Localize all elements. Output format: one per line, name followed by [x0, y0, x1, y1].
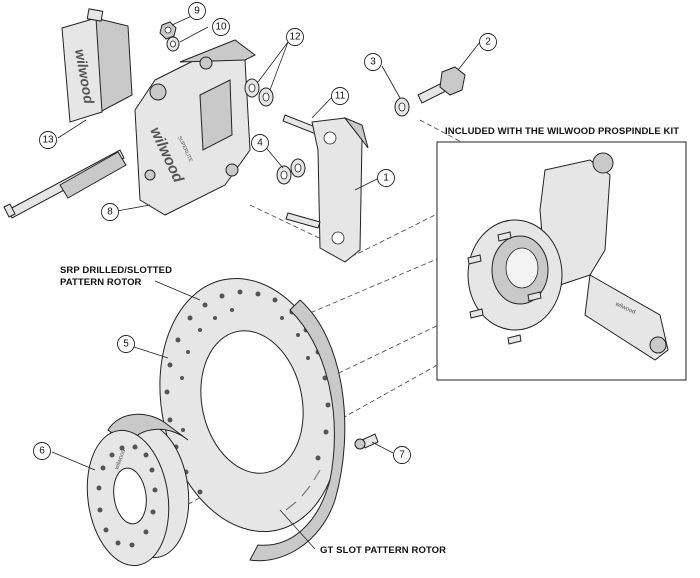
srp-rotor-label-line2: PATTERN ROTOR [60, 277, 142, 288]
callout-3-number: 3 [370, 57, 376, 68]
srp-rotor-label-line1: SRP DRILLED/SLOTTED [60, 265, 172, 276]
shims-4 [276, 158, 306, 185]
callout-5: 5 [117, 335, 135, 353]
brake-pad: wilwood [61, 8, 133, 123]
gt-rotor-edge [249, 299, 346, 562]
callout-6-number: 6 [39, 446, 45, 457]
nut-9 [159, 21, 177, 40]
rotor-hat: wilwood [86, 413, 190, 567]
caliper-bolt [3, 149, 127, 219]
callout-1-number: 1 [383, 173, 389, 184]
callout-6: 6 [33, 442, 51, 460]
washer-10 [166, 36, 180, 52]
callout-4-number: 4 [257, 138, 263, 149]
callout-11-number: 11 [335, 91, 346, 102]
washer-3 [394, 97, 410, 117]
bolt-7 [354, 433, 379, 450]
callout-7-number: 7 [399, 450, 405, 461]
shims-12 [244, 78, 274, 107]
srp-rotor [159, 277, 341, 533]
callout-8-number: 8 [107, 207, 113, 218]
callout-1: 1 [377, 169, 395, 187]
callout-13: 13 [39, 131, 57, 149]
callout-7: 7 [393, 446, 411, 464]
callout-13-number: 13 [42, 135, 54, 146]
callout-2-number: 2 [485, 37, 491, 48]
callout-11: 11 [331, 87, 349, 105]
prospindle-kit-box: wilwood [436, 141, 687, 381]
prospindle-kit-label: INCLUDED WITH THE WILWOOD PROSPINDLE KIT [445, 126, 679, 137]
callout-10-number: 10 [215, 22, 227, 33]
callout-2: 2 [479, 33, 497, 51]
callout-12-number: 12 [289, 32, 301, 43]
callout-4: 4 [251, 134, 269, 152]
callout-3: 3 [364, 53, 382, 71]
hat-bolt-holes [96, 444, 158, 548]
bolt-2 [417, 66, 466, 104]
caliper: wilwood SUPERLITE [134, 39, 256, 216]
callout-8: 8 [101, 203, 119, 221]
callout-10: 10 [212, 18, 230, 36]
callout-5-number: 5 [123, 339, 129, 350]
mounting-bracket [285, 116, 369, 263]
callout-12: 12 [286, 28, 304, 46]
callout-9-number: 9 [194, 6, 200, 17]
callout-9: 9 [188, 2, 206, 20]
gt-rotor-label: GT SLOT PATTERN ROTOR [320, 545, 446, 556]
